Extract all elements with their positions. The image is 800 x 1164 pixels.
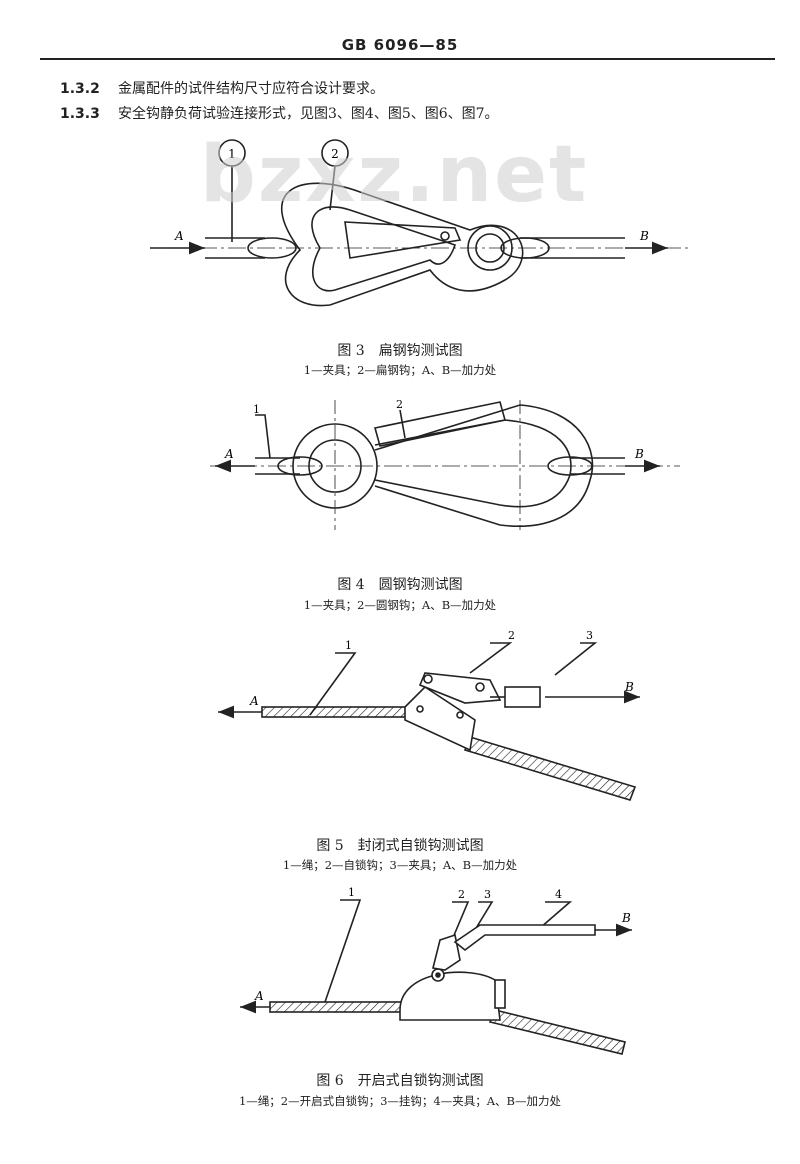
figure-6-drawing: 1 2 3 4 A B	[240, 886, 632, 1055]
figure-3-legend: 1—夹具；2—扁钢钩；A、B—加力处	[303, 363, 497, 377]
clause-1-3-2: 1.3.2 金属配件的试件结构尺寸应符合设计要求。	[60, 78, 384, 98]
figure-3-drawing: 1 2 A B	[150, 139, 690, 307]
label-2: 2	[331, 147, 339, 161]
clause-text: 金属配件的试件结构尺寸应符合设计要求。	[118, 81, 384, 97]
figure-5-legend: 1—绳；2—自锁钩；3—夹具；A、B—加力处	[282, 858, 518, 872]
figure-4-drawing: 1 2 A B	[210, 398, 680, 530]
clause-number: 1.3.2	[60, 81, 100, 97]
label-a: A	[249, 694, 259, 708]
label-a: A	[224, 447, 234, 461]
header-rule	[40, 58, 775, 60]
document-header-title: GB 6096—85	[341, 36, 459, 54]
clause-text: 安全钩静负荷试验连接形式，见图3、图4、图5、图6、图7。	[118, 106, 499, 122]
clause-1-3-3: 1.3.3 安全钩静负荷试验连接形式，见图3、图4、图5、图6、图7。	[60, 103, 499, 123]
clause-number: 1.3.3	[60, 106, 100, 122]
label-2: 2	[458, 888, 465, 901]
label-1: 1	[348, 886, 355, 899]
label-b: B	[634, 447, 644, 461]
label-3: 3	[586, 629, 593, 642]
label-b: B	[639, 229, 649, 243]
figure-4-legend: 1—夹具；2—圆钢钩；A、B—加力处	[303, 598, 497, 612]
figure-3-caption: 图 3 扁钢钩测试图	[337, 343, 463, 359]
label-2: 2	[396, 398, 403, 411]
figure-4-caption: 图 4 圆钢钩测试图	[337, 577, 463, 593]
label-b: B	[624, 680, 634, 694]
label-b: B	[621, 911, 631, 925]
label-3: 3	[484, 888, 491, 901]
label-a: A	[174, 229, 184, 243]
label-1: 1	[345, 639, 352, 652]
figure-5-caption: 图 5 封闭式自锁钩测试图	[316, 838, 484, 854]
figure-5-drawing: 1 2 3 A B	[218, 629, 640, 801]
label-2: 2	[508, 629, 515, 642]
label-1: 1	[228, 147, 236, 161]
label-4: 4	[555, 888, 562, 901]
label-a: A	[254, 989, 264, 1003]
figure-6-caption: 图 6 开启式自锁钩测试图	[316, 1073, 484, 1089]
watermark: bzxz.net	[200, 130, 589, 220]
label-1: 1	[253, 403, 260, 416]
figure-6-legend: 1—绳；2—开启式自锁钩；3—挂钩；4—夹具；A、B—加力处	[238, 1094, 562, 1108]
